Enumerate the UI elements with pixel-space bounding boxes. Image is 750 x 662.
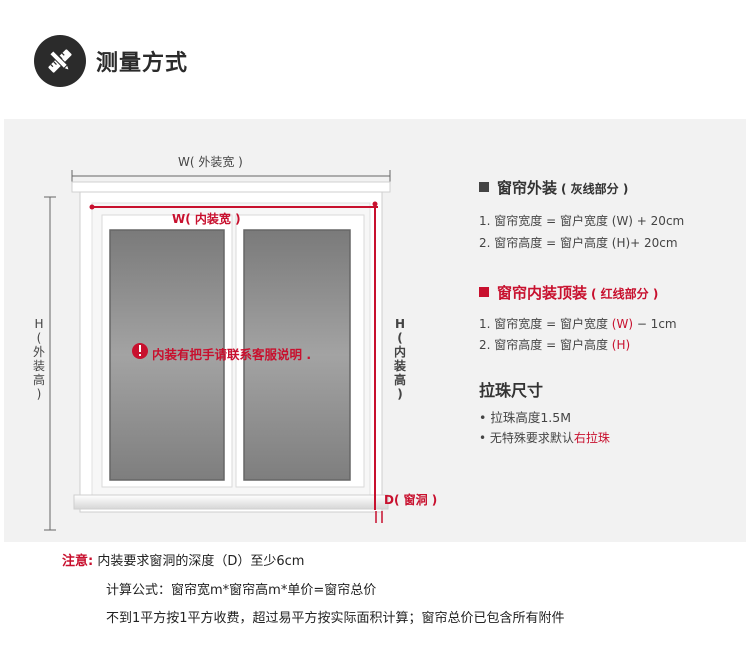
note-line-2: 计算公式：窗帘宽m*窗帘高m*单价=窗帘总价: [106, 583, 377, 598]
pull-bead-height: • 拉珠高度1.5M: [479, 410, 572, 425]
depth-label: D( 窗洞 ): [384, 493, 438, 507]
diagram-panel: W( 外装宽 ) W( 内装宽 ) H ( 外 装 高 ) H ( 内 装 高 …: [4, 119, 746, 542]
outer-width-rule: 1. 窗帘宽度 = 窗户宽度 (W) + 20cm: [479, 214, 685, 228]
inner-width-rule: 1. 窗帘宽度 = 窗户宽度 (W) − 1cm: [479, 317, 677, 331]
outer-height-dimension: [44, 196, 56, 531]
pull-bead-title: 拉珠尺寸: [479, 381, 544, 400]
pull-bead-default: • 无特殊要求默认右拉珠: [479, 431, 610, 445]
inner-height-label: H ( 内 装 高 ): [393, 317, 406, 401]
square-bullet-icon: [479, 181, 489, 192]
square-bullet-icon: [479, 286, 489, 297]
window-sill: [73, 494, 389, 510]
outer-install-title: 窗帘外装( 灰线部分 ): [479, 177, 628, 198]
outer-height-label: H ( 外 装 高 ): [32, 317, 45, 401]
depth-dimension: [375, 511, 383, 523]
note-line-3: 不到1平方按1平方收费，超过易平方按实际面积计算；窗帘总价已包含所有附件: [106, 611, 565, 626]
window-diagram: [44, 170, 391, 531]
section-header: 测量方式: [34, 33, 188, 89]
inner-width-dimension: [89, 204, 378, 210]
outer-height-rule: 2. 窗帘高度 = 窗户高度 (H)+ 20cm: [479, 236, 678, 250]
left-glass: [109, 229, 225, 481]
inner-width-label: W( 内装宽 ): [172, 212, 241, 226]
note-line-1: 注意: 内装要求窗洞的深度（D）至少6cm: [62, 554, 305, 569]
outer-width-dimension: [71, 170, 391, 183]
alert-icon: [132, 343, 148, 359]
ruler-pencil-icon: [34, 35, 86, 87]
page-title: 测量方式: [96, 51, 189, 76]
inner-height-rule: 2. 窗帘高度 = 窗户高度 (H): [479, 338, 631, 352]
window-casing-top: [71, 181, 391, 193]
inner-install-title: 窗帘内装顶装( 红线部分 ): [479, 282, 658, 303]
handle-notice: 内装有把手请联系客服说明 .: [152, 347, 312, 362]
right-glass: [243, 229, 351, 481]
outer-width-label: W( 外装宽 ): [178, 155, 243, 169]
inner-height-dimension: [372, 201, 378, 510]
